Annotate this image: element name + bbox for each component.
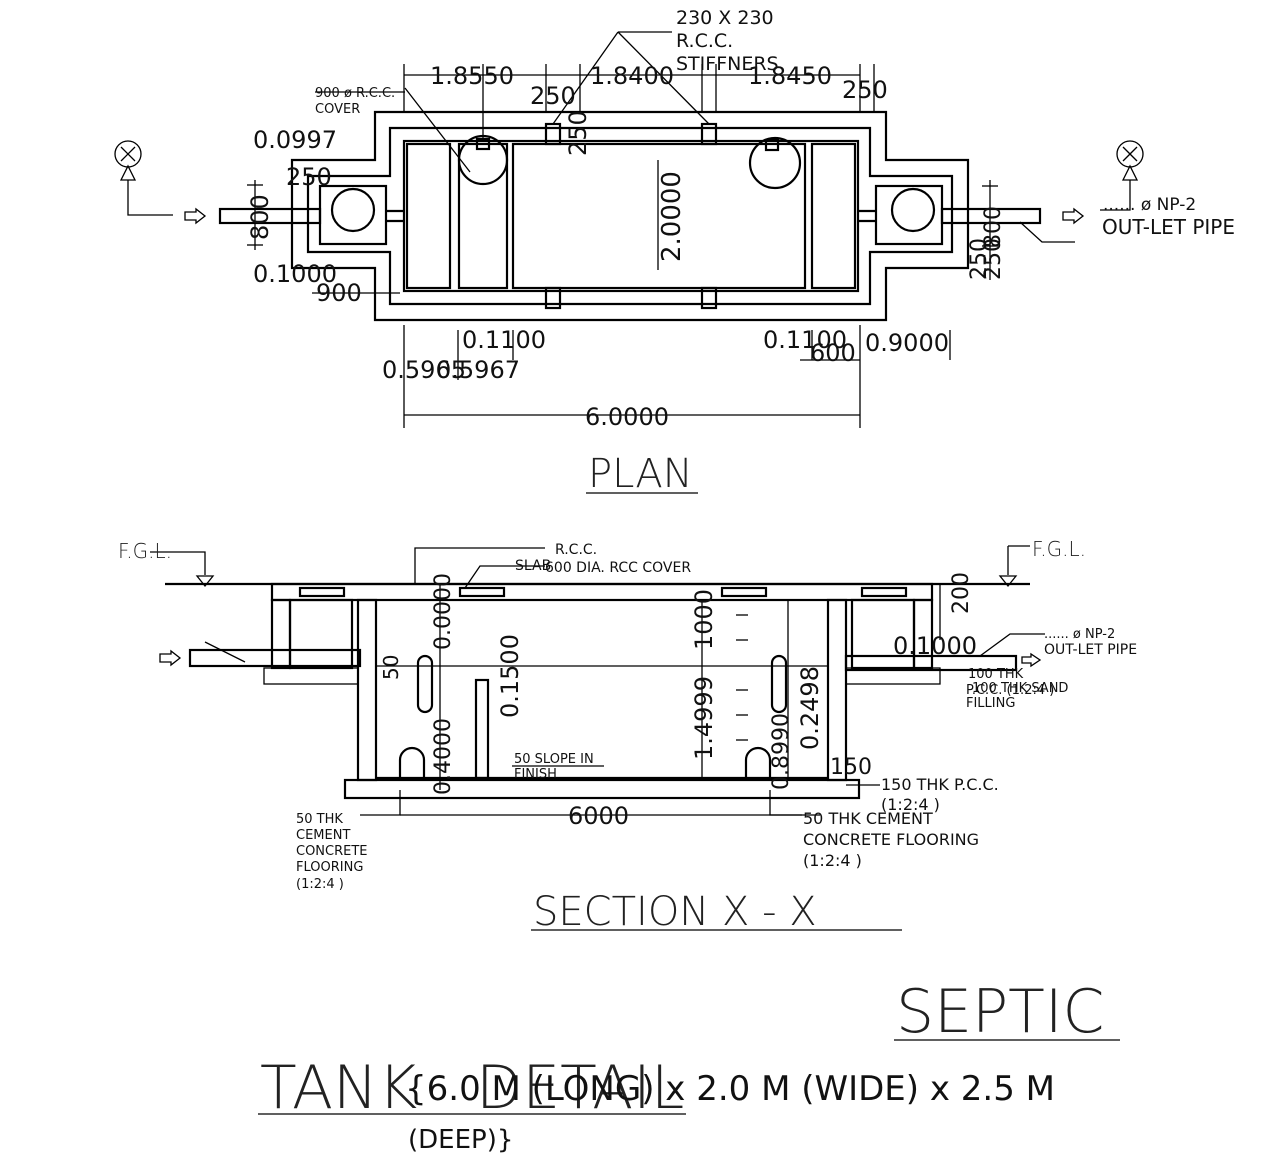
pcc-2: (1:2:4 )	[881, 795, 940, 814]
sdim-1500: 0.1500	[496, 634, 524, 718]
floor-left-3: CONCRETE	[296, 844, 368, 859]
sdim-150: 150	[830, 755, 872, 780]
floor-left-2: CEMENT	[296, 828, 350, 843]
title-tank: TANK	[260, 1053, 417, 1123]
outlet-1: ...... ø NP-2	[1044, 627, 1115, 642]
slope-2: FINISH	[514, 767, 557, 782]
cover-label-2: COVER	[315, 102, 360, 117]
dim-250-a: 250	[530, 82, 576, 110]
dim-1840: 1.8400	[590, 62, 674, 90]
sdim-400: 0.4000	[431, 718, 456, 795]
dim-1855: 1.8550	[430, 62, 514, 90]
plan-title: PLAN	[588, 451, 693, 497]
dim-1000: 0.1000	[253, 260, 337, 288]
title-detail: DETAIL	[476, 1053, 684, 1123]
rcc-slab-2: SLAB	[515, 558, 551, 574]
dim-250-d: 250	[286, 163, 332, 191]
outlet-label-1: ...... ø NP-2	[1103, 195, 1196, 215]
dim-250-b: 250	[842, 76, 888, 104]
slope-1: 50 SLOPE IN	[514, 752, 594, 767]
sdim-8990: 0.8990	[769, 713, 794, 790]
fgl-left: F.G.L.	[118, 539, 172, 563]
outlet-label-2: OUT-LET PIPE	[1102, 215, 1235, 239]
dim-250-f: 250	[967, 238, 992, 280]
sdim-1000a: 0.1000	[893, 632, 977, 660]
dim-1845: 1.8450	[748, 62, 832, 90]
stiffener-label-2: R.C.C.	[676, 30, 733, 52]
sdim-200: 200	[949, 572, 974, 614]
cover-label-1: 900 ø R.C.C.	[315, 86, 395, 101]
sdim-50: 50	[379, 655, 403, 680]
pcc-1: 150 THK P.C.C.	[881, 775, 999, 794]
dim-600: 600	[810, 339, 856, 367]
dim-250-c: 250	[564, 110, 592, 156]
fgl-right: F.G.L.	[1032, 537, 1086, 561]
section-title: SECTION X - X	[533, 889, 817, 935]
stiffener-label-3: STIFFNERS	[676, 53, 779, 75]
title-septic: SEPTIC	[896, 977, 1104, 1047]
sdim-2498: 0.2498	[796, 666, 824, 750]
floor-right-2: CONCRETE FLOORING	[803, 830, 979, 849]
spec-line-1: {6.0 M (LONG) x 2.0 M (WIDE) x 2.5 M	[405, 1069, 1055, 1109]
floor-right-1: 50 THK CEMENT	[803, 809, 933, 828]
dim-1100-b: 0.1100	[763, 326, 847, 354]
sand-3: 100 THK SAND	[972, 681, 1068, 696]
dim-250-e: 250	[981, 238, 1006, 280]
dim-5965: 0.5965	[382, 356, 466, 384]
sand-1: 100 THK	[968, 667, 1024, 682]
sdim-1499: 1.4999	[690, 676, 718, 760]
dim-900: 900	[316, 279, 362, 307]
dim-9000: 0.9000	[865, 329, 949, 357]
sand-2: P.C.C. (1:2:4 )	[966, 683, 1054, 698]
floor-right-3: (1:2:4 )	[803, 851, 862, 870]
title-block: SEPTIC TANK DETAIL {6.0 M (LONG) x 2.0 M…	[258, 977, 1120, 1155]
dim-5967: 0.5967	[436, 356, 520, 384]
dim-6000: 6.0000	[585, 403, 669, 431]
dim-800-a: 800	[246, 194, 274, 240]
spec-line-2: (DEEP)}	[408, 1125, 513, 1155]
dim-800-b: 800	[981, 206, 1006, 248]
sdim-6000: 6000	[568, 802, 629, 830]
stiffener-label-1: 230 X 230	[676, 7, 774, 29]
floor-left-4: FLOORING	[296, 860, 363, 875]
sand-4: FILLING	[966, 696, 1015, 711]
dim-0997: 0.0997	[253, 126, 337, 154]
floor-left-5: (1:2:4 )	[296, 877, 344, 892]
sdim-0000: 0.0000	[431, 573, 456, 650]
rcc-slab-1: R.C.C.	[555, 542, 597, 558]
dim-1100-a: 0.1100	[462, 326, 546, 354]
rcc-cover: 600 DIA. RCC COVER	[545, 560, 691, 576]
sdim-1000b: 1000	[690, 589, 718, 650]
outlet-2: OUT-LET PIPE	[1044, 642, 1137, 658]
plan-view: 230 X 230 R.C.C. STIFFNERS 900 ø R.C.C. …	[114, 7, 1235, 497]
dim-2000: 2.0000	[657, 171, 687, 262]
floor-left-1: 50 THK	[296, 812, 343, 827]
section-view: F.G.L. F.G.L. R.C.C. SLAB 600 DIA. RCC C…	[118, 537, 1137, 935]
